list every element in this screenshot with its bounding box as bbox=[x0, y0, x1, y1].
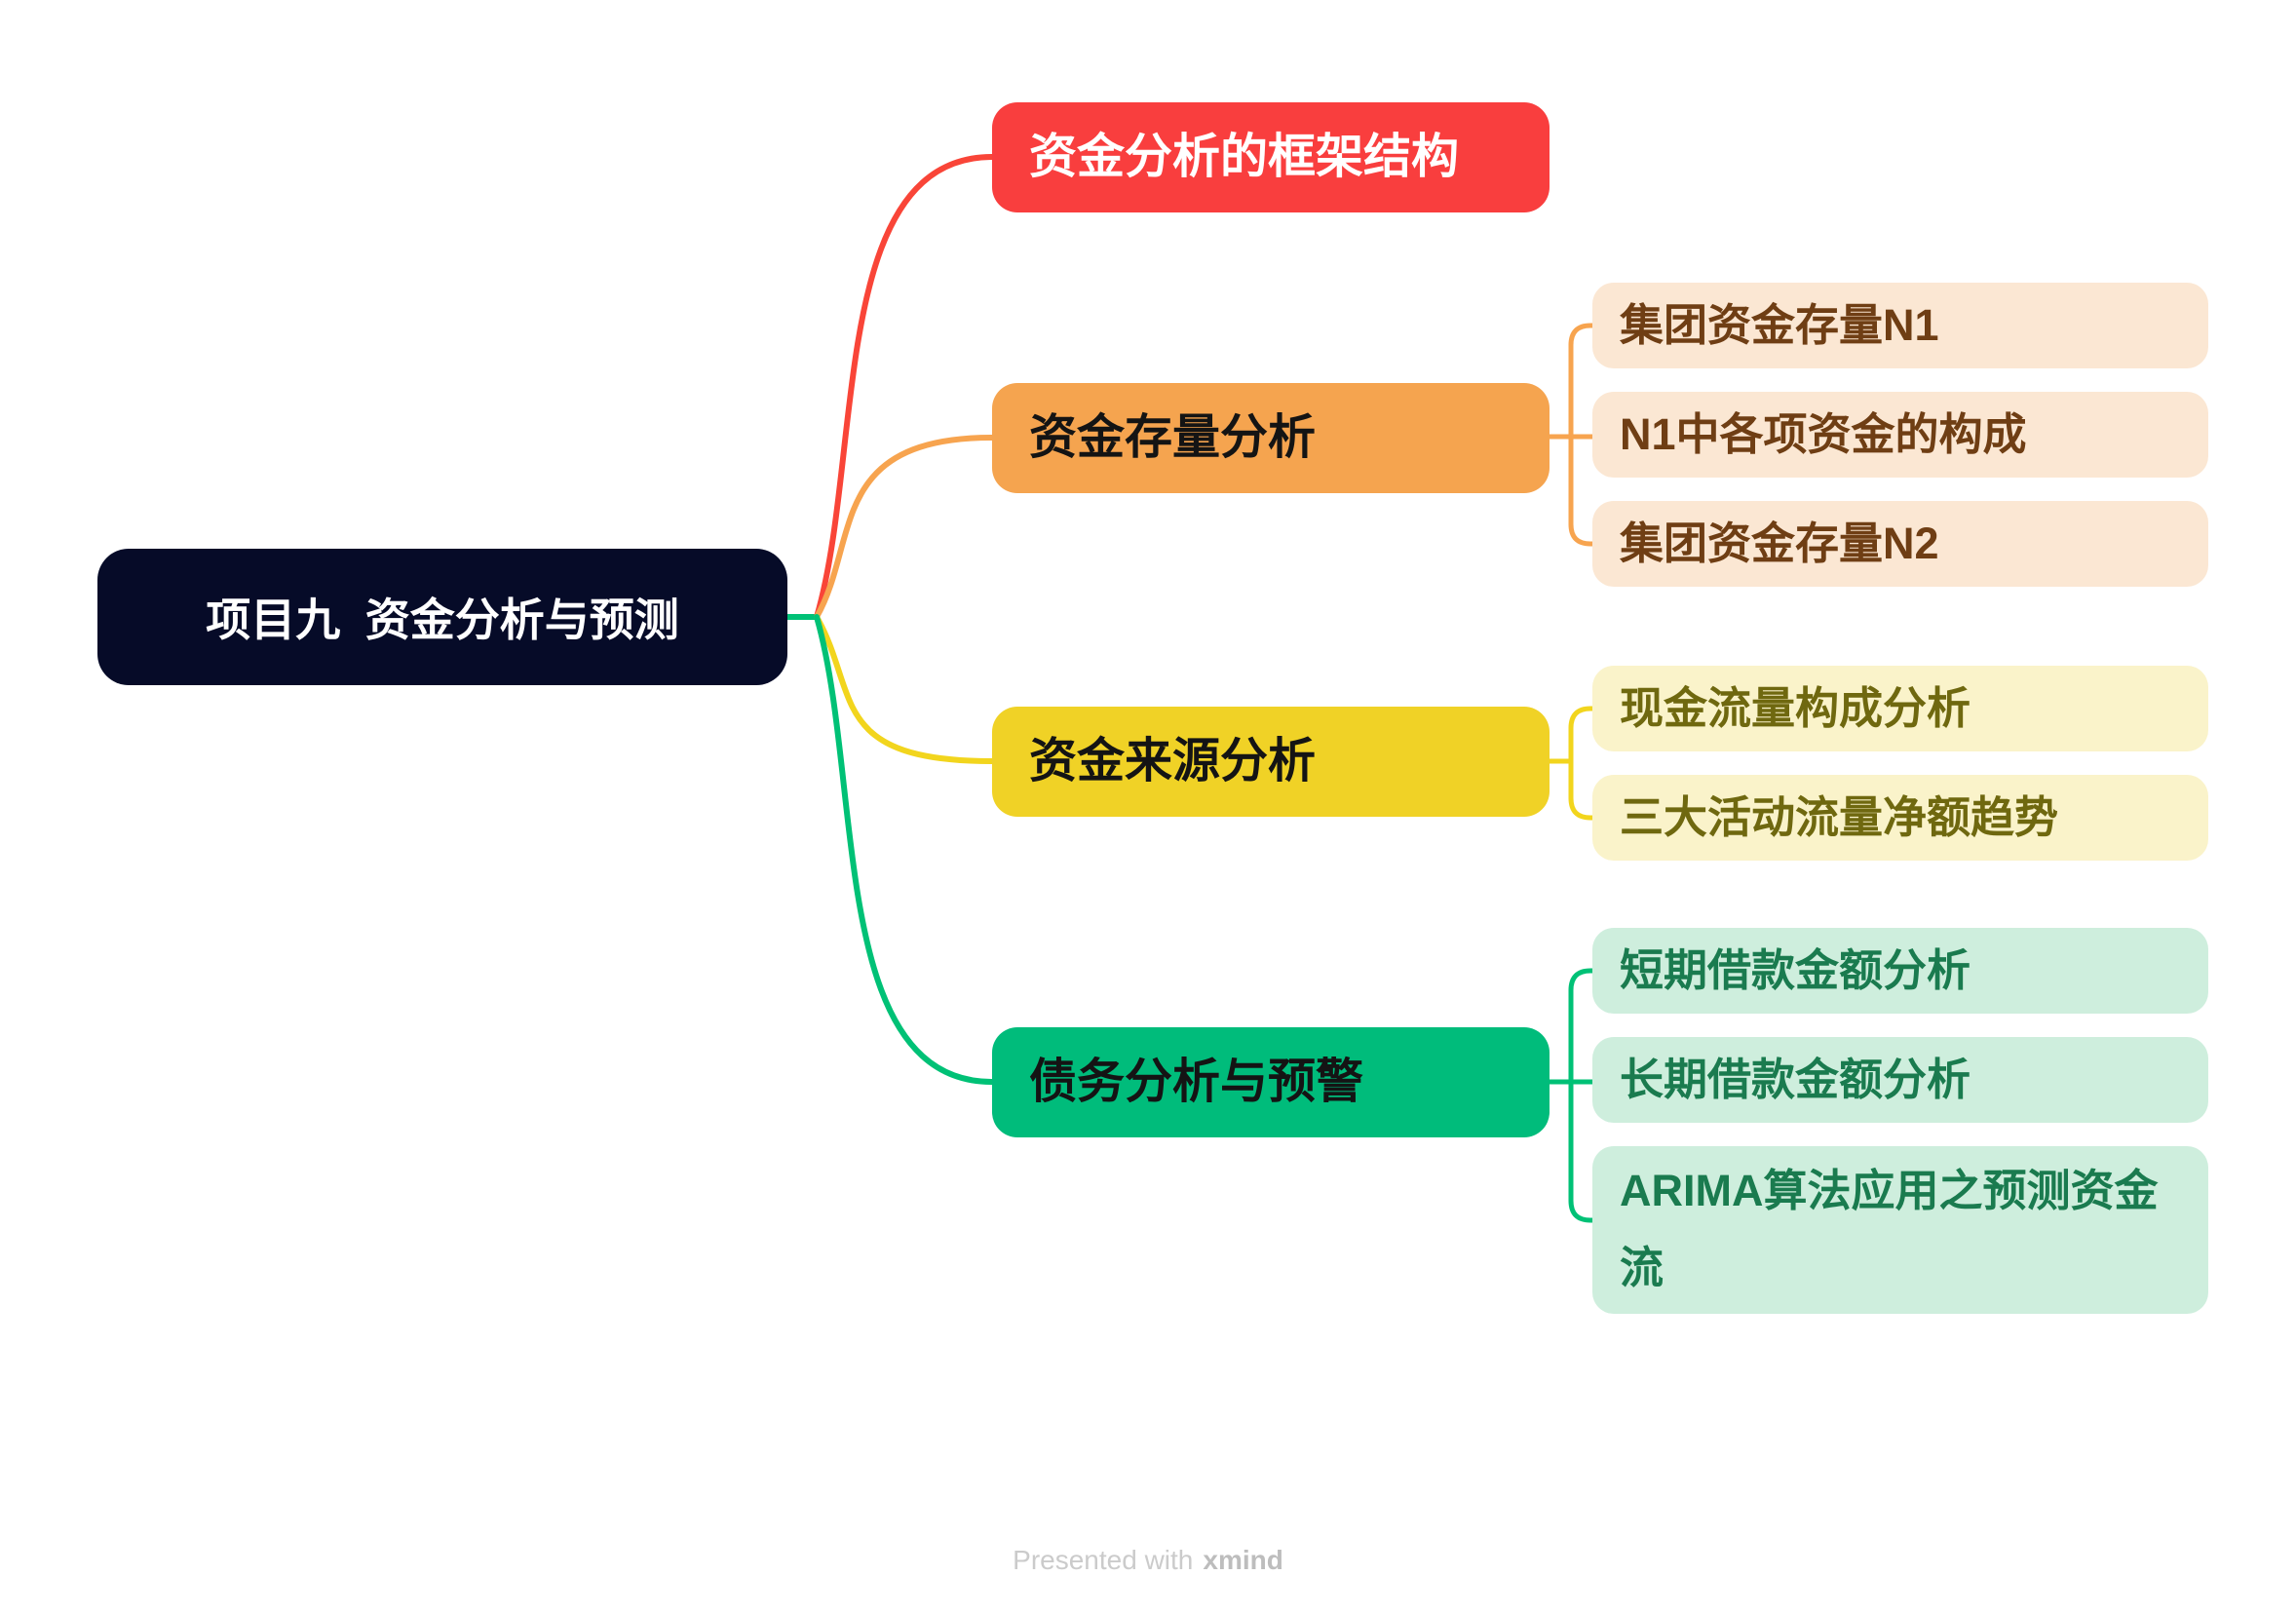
branch-topic-stock[interactable]: 资金存量分析 bbox=[992, 383, 1550, 493]
connector-root-source bbox=[814, 614, 995, 764]
subtopic-short-term-loans[interactable]: 短期借款金额分析 bbox=[1592, 928, 2208, 1014]
subtopic-cashflow-composition[interactable]: 现金流量构成分析 bbox=[1592, 666, 2208, 751]
connector-root-stock bbox=[814, 435, 995, 620]
watermark-text: Presented with bbox=[1013, 1545, 1194, 1575]
branch-topic-source[interactable]: 资金来源分析 bbox=[992, 707, 1550, 817]
xmind-logo-text: xmind bbox=[1203, 1545, 1283, 1575]
subtopic-arima-forecast[interactable]: ARIMA算法应用之预测资金流 bbox=[1592, 1146, 2208, 1314]
subtopic-long-term-loans[interactable]: 长期借款金额分析 bbox=[1592, 1037, 2208, 1123]
connector-root-framework bbox=[814, 154, 995, 620]
root-topic[interactable]: 项目九 资金分析与预测 bbox=[97, 549, 787, 685]
watermark: Presented with xmind bbox=[0, 1545, 2296, 1576]
connector-root-debt bbox=[814, 614, 995, 1085]
branch-topic-debt[interactable]: 债务分析与预警 bbox=[992, 1027, 1550, 1137]
subtopic-stock-n2[interactable]: 集团资金存量N2 bbox=[1592, 501, 2208, 587]
connector-source-trunk bbox=[1568, 706, 1595, 821]
subtopic-net-flow-trend[interactable]: 三大活动流量净额趋势 bbox=[1592, 775, 2208, 861]
subtopic-stock-n1[interactable]: 集团资金存量N1 bbox=[1592, 283, 2208, 368]
subtopic-stock-n1-composition[interactable]: N1中各项资金的构成 bbox=[1592, 392, 2208, 478]
branch-topic-framework[interactable]: 资金分析的框架结构 bbox=[992, 102, 1550, 212]
connector-debt-trunk bbox=[1568, 968, 1595, 1223]
